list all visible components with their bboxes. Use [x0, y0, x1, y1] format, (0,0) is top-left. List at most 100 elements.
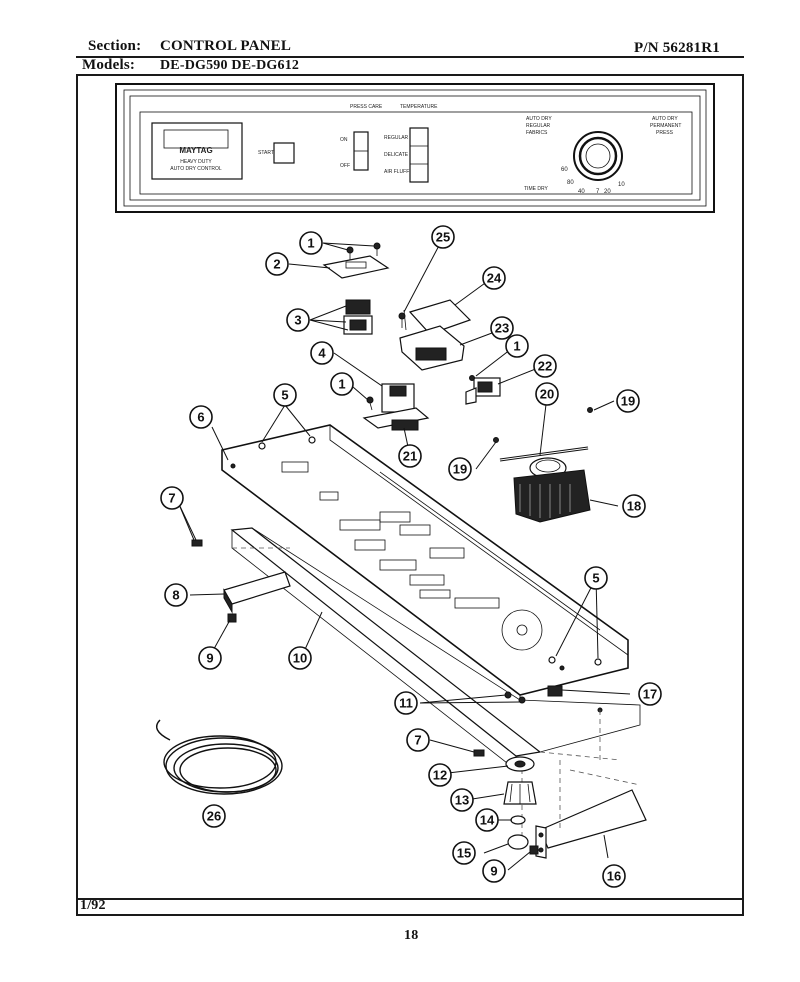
left-end-bracket: [223, 571, 291, 614]
time-dry-label: TIME DRY: [524, 186, 548, 192]
callout-18: 18: [622, 494, 646, 518]
callout-26: 26: [202, 804, 226, 828]
callout-15: 15: [452, 841, 476, 865]
auto-dry-left: AUTO DRY: [526, 116, 552, 122]
start-label: START: [258, 150, 274, 156]
temperature-buttons[interactable]: [409, 127, 429, 183]
leader-lines: [177, 237, 631, 871]
regular-fabrics-2: FABRICS: [526, 130, 548, 136]
callout-text: 22: [538, 359, 552, 374]
callout-8: 8: [164, 583, 188, 607]
dial-mark-80: 80: [567, 180, 574, 186]
temperature-switch: [465, 375, 501, 405]
callout-text: 8: [172, 588, 179, 603]
section-title: CONTROL PANEL: [160, 38, 292, 54]
footer-rule: [76, 898, 744, 900]
callout-20: 20: [535, 382, 559, 406]
off-label: OFF: [340, 163, 350, 169]
clip-9a: [227, 613, 237, 623]
dial-mark-10: 10: [618, 182, 625, 188]
temperature-label: TEMPERATURE: [400, 104, 438, 110]
callout-text: 4: [318, 346, 326, 361]
callout-14: 14: [475, 808, 499, 832]
delicate-label: DELICATE: [384, 152, 409, 158]
callout-text: 21: [403, 449, 417, 464]
models-label: Models:: [82, 57, 136, 73]
washer-5c: [548, 656, 556, 664]
callout-text: 18: [627, 499, 641, 514]
dial-mark-20: 20: [604, 189, 611, 195]
callout-text: 3: [294, 313, 301, 328]
brand-sub2: AUTO DRY CONTROL: [170, 166, 222, 172]
washer-5b: [308, 436, 316, 444]
callout-text: 1: [338, 377, 345, 392]
dial-mark-7: 7: [596, 189, 600, 195]
callout-text: 10: [293, 651, 307, 666]
knob-washer: [510, 815, 526, 825]
callout-5-left: 5: [273, 383, 297, 407]
callout-1-mid: 1: [330, 372, 354, 396]
part-number: P/N 56281R1: [634, 40, 720, 56]
start-switch-assembly: [362, 383, 430, 431]
callout-text: 9: [206, 651, 213, 666]
callout-text: 12: [433, 768, 447, 783]
brand-label: MAYTAG: [179, 146, 212, 155]
dial-mark-60: 60: [561, 167, 568, 173]
callout-7-left: 7: [160, 486, 184, 510]
callout-21: 21: [398, 444, 422, 468]
callout-text: 16: [607, 869, 621, 884]
callout-text: 5: [592, 571, 599, 586]
connector-17: [547, 685, 563, 697]
page-number: 18: [404, 928, 419, 943]
callout-6: 6: [189, 405, 213, 429]
press-care-label: PRESS CARE: [350, 104, 383, 110]
start-button[interactable]: [273, 142, 295, 164]
callout-19-right: 19: [616, 389, 640, 413]
timer-knob: [503, 781, 537, 805]
dial-mark-40: 40: [578, 189, 585, 195]
wire-clip-7a: [191, 539, 203, 547]
callout-text: 26: [207, 809, 221, 824]
callout-10: 10: [288, 646, 312, 670]
callout-24: 24: [482, 266, 506, 290]
callout-text: 2: [273, 257, 280, 272]
section-label: Section:: [88, 38, 142, 54]
callout-13: 13: [450, 788, 474, 812]
callout-text: 13: [455, 793, 469, 808]
screw-11b: [518, 696, 526, 704]
callout-11: 11: [394, 691, 418, 715]
screw-19a: [493, 437, 499, 443]
washer-5d: [594, 658, 602, 666]
permanent-press-2: PRESS: [656, 130, 674, 136]
on-label: ON: [340, 137, 348, 143]
callout-text: 15: [457, 846, 471, 861]
callout-text: 6: [197, 410, 204, 425]
callout-23: 23: [490, 316, 514, 340]
callout-16: 16: [602, 864, 626, 888]
callout-2: 2: [265, 252, 289, 276]
wire-harness: [156, 719, 283, 795]
callouts: 1 2 3 4 1 5 6 7 8 9 10 11 7 12 13 14 15 …: [160, 225, 662, 888]
callout-25: 25: [431, 225, 455, 249]
right-end-bracket: [535, 789, 647, 859]
control-panel-tray: [221, 424, 629, 713]
callout-text: 1: [513, 339, 520, 354]
callout-text: 23: [495, 321, 509, 336]
callout-1-right: 1: [505, 334, 529, 358]
callout-text: 17: [643, 687, 657, 702]
callout-1-top: 1: [299, 231, 323, 255]
bracket-plate: [322, 255, 390, 279]
brand-sub1: HEAVY DUTY: [180, 159, 212, 165]
callout-text: 11: [399, 696, 413, 711]
wire-clip-7b: [473, 749, 485, 757]
callout-7-right: 7: [406, 728, 430, 752]
callout-3: 3: [286, 308, 310, 332]
regular-label: REGULAR: [384, 135, 409, 141]
screw-19b: [587, 407, 593, 413]
models-value: DE-DG590 DE-DG612: [160, 58, 300, 73]
header-rule: [76, 56, 744, 58]
air-fluff-label: AIR FLUFF: [384, 169, 409, 175]
callout-text: 19: [621, 394, 635, 409]
callout-19-mid: 19: [448, 457, 472, 481]
